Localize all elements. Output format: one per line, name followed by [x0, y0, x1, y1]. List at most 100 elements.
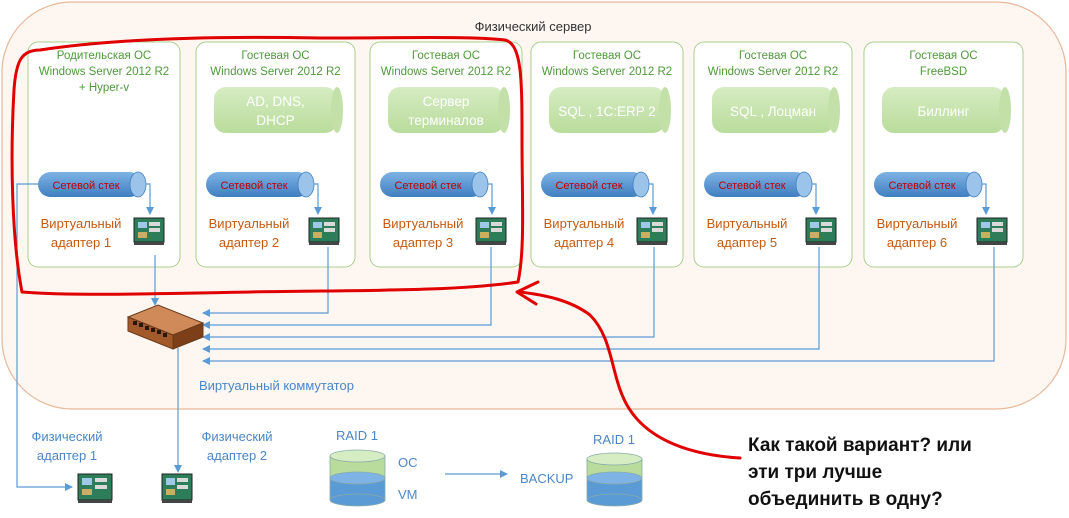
vm-os-name: Windows Server 2012 R2 — [210, 66, 340, 78]
vm-adapter-line1: Виртуальный — [383, 216, 464, 231]
vm-service-cylinder-end — [828, 87, 840, 133]
vm-network-stack-label: Сетевой стек — [220, 180, 287, 192]
vm-os-name: Windows Server 2012 R2 — [708, 66, 838, 78]
vm-stack-to-adapter-link — [314, 183, 322, 215]
vm-service-label: SQL , Лоцман — [730, 104, 816, 119]
vm-box-5: Гостевая ОС Windows Server 2012 R2 SQL , Л… — [693, 41, 853, 268]
phys-adapter2-line2: адаптер 2 — [207, 448, 267, 463]
vm-os-name: Windows Server 2012 R2 — [381, 66, 511, 78]
vm-os-type: Гостевая ОС — [573, 50, 641, 62]
vm-adapter-line2: адаптер 2 — [219, 235, 279, 250]
vm-stack-to-adapter-link — [488, 183, 496, 215]
raid-backup-cylinder-icon — [586, 452, 643, 507]
vm-network-stack-label: Сетевой стек — [888, 180, 955, 192]
vm-os-type: Гостевая ОС — [909, 50, 977, 62]
vm-os-name: Windows Server 2012 R2 — [542, 66, 672, 78]
connection-lines — [16, 183, 995, 491]
vm-network-stack-label: Сетевой стек — [394, 180, 461, 192]
raid-main-title: RAID 1 — [336, 428, 378, 443]
raid-main-os-label: ОС — [398, 455, 418, 470]
vm-stack-to-adapter-link — [982, 183, 990, 215]
vm-service-cylinder — [214, 87, 337, 133]
vm-service-label: Биллинг — [917, 104, 969, 119]
link-adapter3-switch — [202, 247, 492, 329]
phys-adapter1-line1: Физический — [31, 429, 102, 444]
vm-network-stack — [541, 172, 645, 197]
raid-backup-title: RAID 1 — [593, 432, 635, 447]
link-adapter2-switch — [202, 247, 329, 317]
vm-service-label: AD, DNS, — [246, 94, 305, 109]
vm-box-4: Гостевая ОС Windows Server 2012 R2 SQL , 1… — [530, 41, 684, 268]
vm-stack-to-adapter-link — [649, 183, 657, 215]
vm-adapter-line1: Виртуальный — [41, 216, 122, 231]
vm-adapter-line2: адаптер 4 — [554, 235, 614, 250]
vm-service-label: DHCP — [256, 113, 294, 128]
vm-adapter-card-icon — [976, 217, 1008, 245]
vm-service-label: Сервер — [423, 94, 470, 109]
vm-adapter-line1: Виртуальный — [877, 216, 958, 231]
vm-network-stack-end — [795, 171, 813, 198]
vm-network-stack — [38, 172, 142, 197]
virtual-switch-label: Виртуальный коммутатор — [199, 378, 354, 393]
link-adapter6-switch — [202, 247, 995, 365]
vm-adapter-line2: адаптер 1 — [51, 235, 111, 250]
red-highlight-outline — [10, 35, 525, 296]
vm-service-cylinder — [882, 87, 1005, 133]
vm-adapter-card-icon — [636, 217, 668, 245]
vm-adapter-line2: адаптер 6 — [887, 235, 947, 250]
vm-network-stack-end — [129, 171, 147, 198]
vm-adapter-card-icon — [475, 217, 507, 245]
server-title: Физический сервер — [475, 19, 592, 34]
vm-network-stack-end — [471, 171, 489, 198]
vm-box-3: Гостевая ОС Windows Server 2012 R2 Сервер т… — [369, 41, 523, 268]
vm-adapter-card-icon — [308, 217, 340, 245]
vm-network-stack — [380, 172, 484, 197]
phys-adapter2-line1: Физический — [201, 429, 272, 444]
vm-service-label: SQL , 1C:ERP 2 — [558, 104, 656, 119]
raid-main-cylinder-icon — [329, 449, 386, 507]
vm-service-cylinder — [712, 87, 834, 133]
vm-network-stack-end — [965, 171, 983, 198]
phys-adapter1-line2: адаптер 1 — [37, 448, 97, 463]
link-stack1-phys1 — [16, 183, 73, 491]
question-line-1: Как такой вариант? или — [748, 435, 972, 456]
vm-adapter-line2: адаптер 3 — [393, 235, 453, 250]
vm-os-type: Родительская ОС — [57, 50, 151, 62]
question-line-2: эти три лучше — [748, 462, 882, 483]
vm-network-stack — [206, 172, 310, 197]
vm-stack-to-adapter-link — [146, 183, 154, 215]
phys-adapter1-card-icon — [77, 473, 113, 503]
vm-network-stack-end — [297, 171, 315, 198]
backup-label: BACKUP — [520, 471, 573, 486]
vm-service-cylinder — [388, 87, 504, 133]
vm-box-2: Гостевая ОС Windows Server 2012 R2 AD, DNS… — [195, 41, 356, 268]
vm-os-extra: + Hyper-v — [79, 82, 129, 94]
vm-adapter-line1: Виртуальный — [209, 216, 290, 231]
vm-service-cylinder-end — [331, 87, 343, 133]
vm-service-label: терминалов — [408, 113, 484, 128]
vm-network-stack-label: Сетевой стек — [718, 180, 785, 192]
vm-adapter-line1: Виртуальный — [544, 216, 625, 231]
vm-service-cylinder-end — [498, 87, 510, 133]
vm-service-cylinder-end — [999, 87, 1011, 133]
vm-os-type: Гостевая ОС — [412, 50, 480, 62]
vm-layer: Родительская ОС Windows Server 2012 R2 + H… — [27, 41, 1024, 268]
raid-main-vm-label: VM — [398, 487, 418, 502]
vm-os-type: Гостевая ОС — [241, 50, 309, 62]
vm-adapter-card-icon — [133, 217, 165, 245]
vm-network-stack-label: Сетевой стек — [52, 180, 119, 192]
vm-network-stack-end — [632, 171, 650, 198]
vm-os-name: FreeBSD — [920, 66, 967, 78]
red-arrow-head — [515, 280, 540, 306]
vm-stack-to-adapter-link — [812, 183, 820, 215]
vm-os-type: Гостевая ОС — [739, 50, 807, 62]
vm-network-stack — [874, 172, 978, 197]
vm-adapter-card-icon — [805, 217, 837, 245]
vm-network-stack-label: Сетевой стек — [555, 180, 622, 192]
virtual-switch-icon — [126, 304, 205, 350]
vm-adapter-line1: Виртуальный — [707, 216, 788, 231]
vm-service-cylinder-end — [659, 87, 671, 133]
